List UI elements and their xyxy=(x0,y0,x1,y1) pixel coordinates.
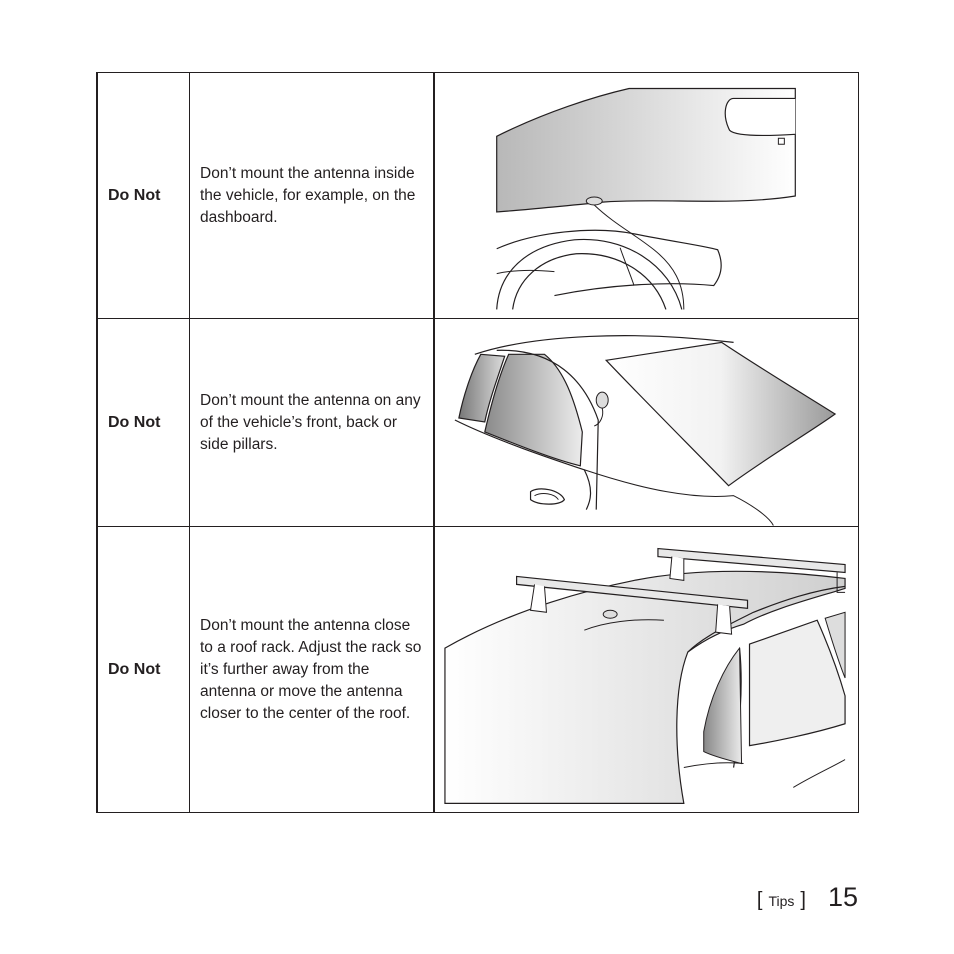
description-cell: Don’t mount the antenna close to a roof … xyxy=(189,526,435,813)
do-not-label: Do Not xyxy=(108,660,161,678)
label-cell: Do Not xyxy=(96,72,190,319)
illustration-cell xyxy=(433,72,859,319)
page-footer: [ Tips ] 15 xyxy=(757,882,858,913)
description-cell: Don’t mount the antenna inside the vehic… xyxy=(189,72,435,319)
tips-table: Do Not Don’t mount the antenna inside th… xyxy=(96,72,859,813)
tip-description: Don’t mount the antenna on any of the ve… xyxy=(200,391,421,453)
do-not-label: Do Not xyxy=(108,186,161,204)
illustration-cell xyxy=(433,318,859,527)
car-pillar-illustration xyxy=(454,334,837,526)
car-interior-dashboard-illustration xyxy=(496,87,796,310)
label-cell: Do Not xyxy=(96,318,190,527)
label-cell: Do Not xyxy=(96,526,190,813)
section-name: Tips xyxy=(768,893,795,909)
do-not-label: Do Not xyxy=(108,413,161,431)
tip-description: Don’t mount the antenna close to a roof … xyxy=(200,616,422,722)
page-number: 15 xyxy=(827,882,858,912)
tip-description: Don’t mount the antenna inside the vehic… xyxy=(200,164,416,226)
description-cell: Don’t mount the antenna on any of the ve… xyxy=(189,318,435,527)
car-roof-rack-illustration xyxy=(444,547,846,804)
section-close-bracket: ] xyxy=(800,889,806,911)
table-row: Do Not Don’t mount the antenna close to … xyxy=(96,526,859,813)
table-row: Do Not Don’t mount the antenna on any of… xyxy=(96,318,859,527)
section-open-bracket: [ xyxy=(756,889,763,911)
table-row: Do Not Don’t mount the antenna inside th… xyxy=(96,72,859,319)
illustration-cell xyxy=(433,526,859,813)
